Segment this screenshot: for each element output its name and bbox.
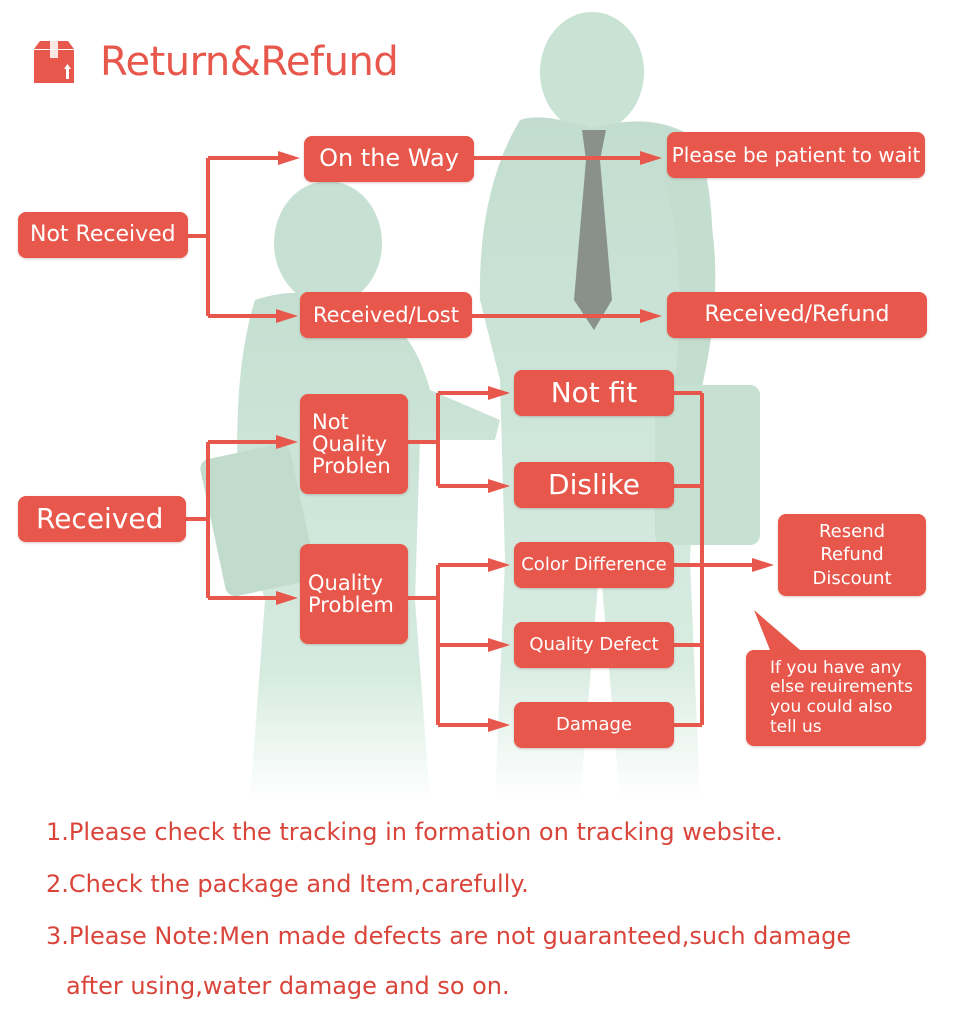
arrowhead-not-quality — [276, 435, 298, 449]
arrowhead-damage — [488, 718, 510, 732]
speech-bubble-tail — [754, 610, 800, 650]
quality-problem-box: Quality Problem — [300, 544, 408, 644]
arrowhead-received-refund — [640, 309, 662, 323]
received-refund-box: Received/Refund — [667, 292, 927, 338]
arrowhead-color — [488, 558, 510, 572]
note-2: 2.Check the package and Item,carefully. — [46, 870, 529, 898]
received-lost-box: Received/Lost — [300, 292, 472, 338]
arrowhead-received-lost — [276, 309, 298, 323]
note-1: 1.Please check the tracking in formation… — [46, 818, 783, 846]
arrowhead-on-the-way — [278, 151, 300, 165]
other-requirements-bubble: If you have any else reuirements you cou… — [746, 650, 926, 746]
quality-defect-box: Quality Defect — [514, 622, 674, 668]
not-quality-problem-box: Not Quality Problen — [300, 394, 408, 494]
arrowhead-dislike — [488, 479, 510, 493]
color-difference-box: Color Difference — [514, 542, 674, 588]
not-fit-box: Not fit — [514, 370, 674, 416]
arrowhead-resolution — [752, 558, 774, 572]
arrowhead-defect — [488, 638, 510, 652]
package-box-icon — [34, 41, 74, 83]
page-header: Return&Refund — [30, 34, 399, 90]
on-the-way-box: On the Way — [304, 136, 474, 182]
note-3: 3.Please Note:Men made defects are not g… — [46, 922, 852, 950]
arrowhead-quality — [276, 591, 298, 605]
page-title: Return&Refund — [100, 39, 399, 85]
received-box: Received — [18, 496, 186, 542]
note-4: after using,water damage and so on. — [66, 972, 510, 1000]
resend-refund-discount-box: Resend Refund Discount — [778, 514, 926, 596]
dislike-box: Dislike — [514, 462, 674, 508]
please-wait-box: Please be patient to wait — [667, 132, 925, 178]
not-received-box: Not Received — [18, 212, 188, 258]
arrowhead-please-wait — [640, 151, 662, 165]
arrowhead-not-fit — [488, 386, 510, 400]
damage-box: Damage — [514, 702, 674, 748]
